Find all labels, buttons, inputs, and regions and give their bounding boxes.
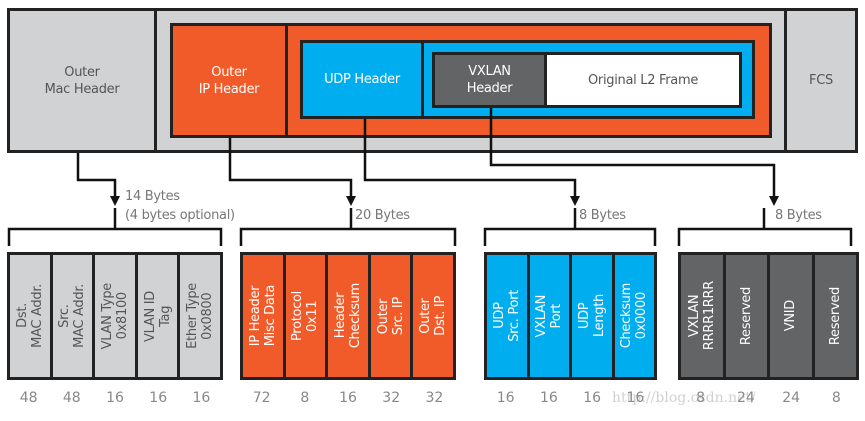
- bit-width: 16: [496, 390, 515, 406]
- bit-widths: 8 24 24 8: [678, 390, 859, 406]
- field-label: Checksum 0x0000: [619, 283, 650, 349]
- bit-width: 16: [626, 390, 645, 406]
- bit-widths: 48 48 16 16 16: [7, 390, 223, 406]
- group-size-label: 14 Bytes: [125, 189, 180, 204]
- arrowhead-icon: [346, 196, 356, 206]
- bit-widths: 16 16 16 16: [484, 390, 657, 406]
- field-label: VXLAN RRRR1RRR: [686, 281, 717, 351]
- bit-width: 24: [736, 390, 755, 406]
- field-cell: VNID: [770, 255, 815, 377]
- field-cell: IP Header Misc Data: [243, 255, 286, 377]
- arrowhead-icon: [110, 196, 120, 206]
- field-label: Header Checksum: [332, 283, 363, 349]
- field-label: Protocol 0x11: [290, 291, 321, 341]
- fcs: FCS: [784, 8, 858, 153]
- field-label: UDP Src. Port: [491, 290, 522, 342]
- field-label: Outer Dst. IP: [418, 296, 449, 336]
- watermark: http://blog.csdn.net/: [612, 390, 756, 406]
- field-cell: Ether Type 0x0800: [180, 255, 220, 377]
- field-cell: VLAN Type 0x8100: [95, 255, 138, 377]
- field-cell: Dst. MAC Addr.: [10, 255, 53, 377]
- field-label: UDP Length: [576, 294, 607, 338]
- field-label: Reserved: [738, 286, 754, 346]
- field-label: Reserved: [827, 286, 843, 346]
- field-cell: Checksum 0x0000: [614, 255, 654, 377]
- bit-width: 72: [252, 390, 271, 406]
- bit-width: 24: [782, 390, 801, 406]
- group-size-label: 8 Bytes: [579, 208, 626, 223]
- bit-width: 32: [382, 390, 401, 406]
- field-label: VLAN ID Tag: [142, 290, 173, 342]
- bit-width: 48: [19, 390, 38, 406]
- bit-width: 16: [106, 390, 124, 406]
- field-cell: Outer Src. IP: [370, 255, 414, 377]
- field-label: Outer Src. IP: [375, 296, 406, 336]
- outer-ip-header: Outer IP Header: [170, 23, 288, 138]
- field-cell: Protocol 0x11: [285, 255, 329, 377]
- group-size-note: (4 bytes optional): [125, 208, 235, 223]
- field-group: VXLAN RRRR1RRR Reserved VNID Reserved: [678, 252, 859, 380]
- field-group: IP Header Misc Data Protocol 0x11 Header C…: [240, 252, 456, 380]
- field-label: Ether Type 0x0800: [185, 283, 216, 349]
- group-size-label: 20 Bytes: [355, 208, 410, 223]
- bit-width: 16: [149, 390, 168, 406]
- group-size-label: 8 Bytes: [775, 208, 822, 223]
- arrowhead-icon: [570, 196, 580, 206]
- field-cell: UDP Length: [572, 255, 615, 377]
- field-label: IP Header Misc Data: [247, 285, 278, 347]
- original-l2-frame: Original L2 Frame: [544, 52, 742, 108]
- outer-mac-header: Outer Mac Header: [7, 8, 157, 153]
- bit-width: 16: [539, 390, 558, 406]
- field-cell: Reserved: [725, 255, 770, 377]
- field-label: Src. MAC Addr.: [57, 284, 88, 348]
- field-label: VXLAN Port: [534, 294, 565, 338]
- field-cell: VXLAN RRRR1RRR: [681, 255, 726, 377]
- bit-width: 32: [425, 390, 444, 406]
- field-group: UDP Src. Port VXLAN Port UDP Length Checksu…: [484, 252, 657, 380]
- bit-width: 8: [696, 390, 706, 406]
- bit-width: 8: [831, 390, 841, 406]
- bit-widths: 72 8 16 32 32: [240, 390, 456, 406]
- field-cell: Src. MAC Addr.: [52, 255, 96, 377]
- udp-header: UDP Header: [300, 40, 424, 119]
- bit-width: 16: [583, 390, 602, 406]
- field-cell: Reserved: [814, 255, 856, 377]
- field-group: Dst. MAC Addr. Src. MAC Addr. VLAN Type 0x…: [7, 252, 223, 380]
- bit-width: 48: [62, 390, 81, 406]
- bit-width: 8: [300, 390, 310, 406]
- field-cell: Outer Dst. IP: [413, 255, 453, 377]
- vxlan-header: VXLAN Header: [432, 52, 547, 108]
- field-cell: UDP Src. Port: [487, 255, 530, 377]
- arrowhead-icon: [769, 196, 779, 206]
- bit-width: 16: [339, 390, 357, 406]
- bit-width: 16: [192, 390, 211, 406]
- field-cell: Header Checksum: [328, 255, 371, 377]
- field-label: VLAN Type 0x8100: [99, 282, 130, 350]
- field-cell: VXLAN Port: [529, 255, 572, 377]
- field-label: VNID: [783, 300, 799, 332]
- field-label: Dst. MAC Addr.: [14, 284, 45, 348]
- field-cell: VLAN ID Tag: [137, 255, 181, 377]
